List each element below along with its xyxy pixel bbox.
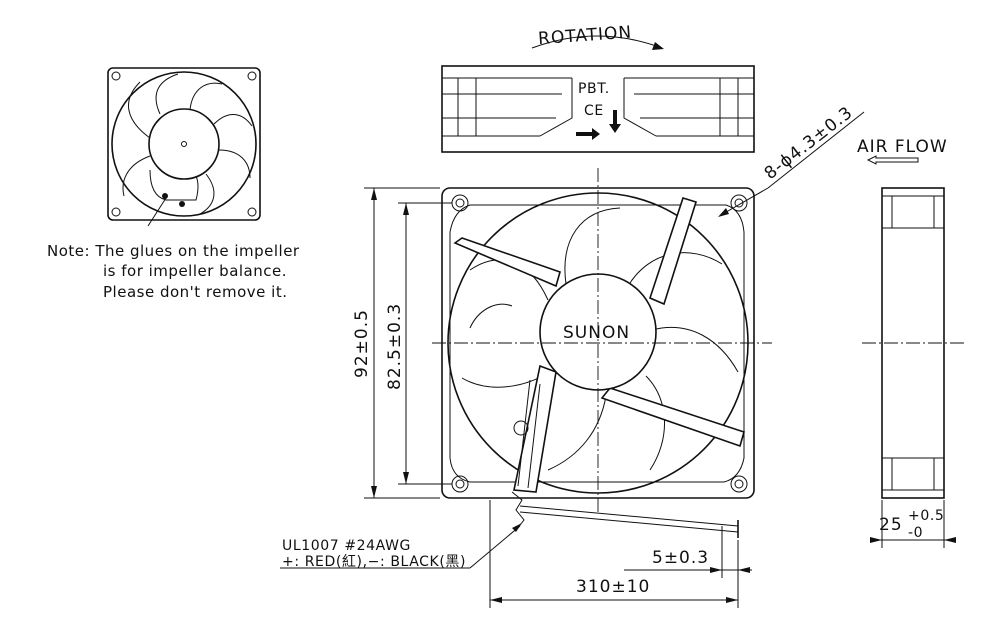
top-right-rib: [623, 78, 657, 137]
glue-dot-1: [162, 193, 168, 199]
hole-bl: [451, 475, 469, 493]
wire-spec: UL1007 #24AWG: [282, 538, 411, 554]
glue-dot-2: [179, 201, 185, 207]
airflow-label: AIR FLOW: [857, 137, 948, 157]
top-left-rib: [539, 78, 573, 137]
rotation-arrow-icon: [609, 110, 621, 133]
rear-hole-bl: [111, 207, 121, 217]
strut-left: [453, 237, 561, 288]
rear-hub: [148, 108, 220, 180]
strut-top: [649, 197, 698, 306]
rear-view: [107, 67, 261, 227]
depth-plus-label: +0.5: [908, 508, 944, 524]
note-leader: [147, 197, 167, 227]
wire-spec-leader: [469, 525, 521, 569]
hole-tl: [451, 194, 469, 212]
top-frame: [441, 65, 755, 153]
hole-callout: 8-ϕ4.3±0.3: [761, 103, 857, 184]
airflow-arrow-icon: [576, 128, 600, 140]
front-view: SUNON: [432, 168, 772, 538]
rear-blades: [122, 73, 253, 215]
dim-lead-length: 310±10: [489, 500, 739, 608]
front-inner-frame: [449, 204, 745, 483]
lead-short-label: 5±0.3: [652, 548, 709, 568]
height-outer-label: 92±0.5: [352, 309, 372, 378]
note-line-1: Note: The glues on the impeller: [47, 242, 300, 260]
airflow-direction-icon: [866, 155, 919, 165]
rear-hole-tl: [111, 71, 121, 81]
wire-coil: [511, 491, 525, 531]
material-label: PBT.: [578, 81, 610, 97]
rear-impeller-outline: [111, 71, 257, 217]
dim-height-outer: 92±0.5: [352, 187, 440, 499]
hole-br: [730, 475, 748, 493]
dim-height-holes: 82.5±0.3: [385, 202, 452, 485]
hole-leader: [720, 187, 769, 216]
depth-minus-label: -0: [908, 525, 923, 541]
rear-hole-tr: [247, 71, 257, 81]
rotation-label: ROTATION: [538, 23, 633, 50]
note-line-3: Please don't remove it.: [103, 283, 287, 301]
note-line-2: is for impeller balance.: [103, 262, 287, 280]
brand-label: SUNON: [563, 323, 630, 343]
dim-lead-short: 5±0.3: [624, 526, 752, 578]
rear-frame: [107, 67, 261, 221]
side-frame: [881, 187, 945, 499]
rear-hole-br: [247, 207, 257, 217]
lead-length-label: 310±10: [576, 577, 650, 597]
depth-main-label: 25: [879, 515, 903, 535]
rear-hub-center: [181, 141, 187, 147]
cable-clip: [513, 420, 529, 436]
strut-right: [600, 387, 745, 448]
top-view: ROTATION PBT. CE: [441, 23, 755, 153]
rotation-arc: [531, 35, 663, 49]
wire-colors: +: RED(紅),−: BLACK(黑): [282, 554, 466, 570]
height-holes-label: 82.5±0.3: [385, 303, 405, 390]
rotation-arrowhead: [652, 42, 664, 50]
side-view: AIR FLOW 25 +0.5 -0: [857, 137, 966, 548]
hole-tr: [730, 194, 748, 212]
ce-mark: CE: [584, 103, 604, 119]
glue-pocket: [149, 169, 199, 201]
